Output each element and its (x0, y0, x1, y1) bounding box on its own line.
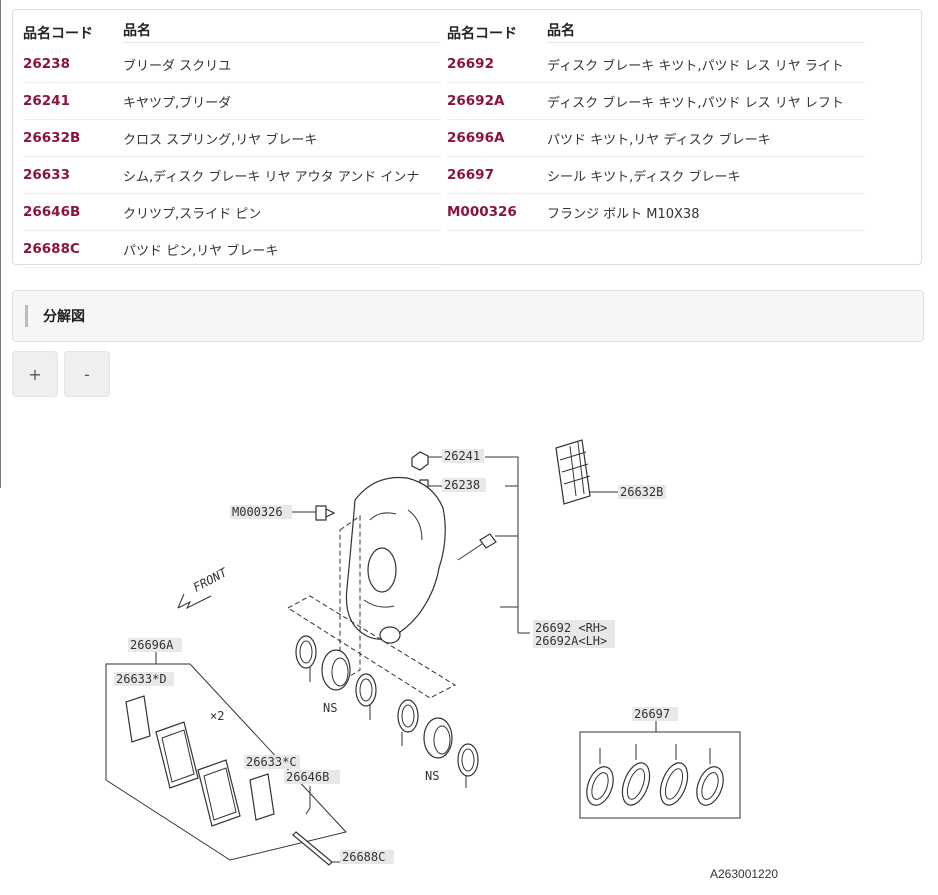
label-ns-1: NS (323, 701, 337, 715)
part-code-link[interactable]: 26632B (23, 130, 81, 146)
seal-ring-part[interactable] (457, 743, 479, 777)
table-row: 26688C パツド ピン,リヤ ブレーキ (23, 231, 441, 268)
part-name: ディスク ブレーキ キツト,パツド レス リヤ ライト (547, 58, 844, 74)
diagram-reference-number: A263001220 (710, 867, 778, 881)
part-name: シール キツト,ディスク ブレーキ (547, 169, 741, 185)
part-code-link[interactable]: M000326 (447, 204, 517, 220)
table-row: 26696A パツド キツト,リヤ ディスク ブレーキ (447, 120, 865, 157)
brake-pad-part[interactable] (197, 759, 241, 827)
label-M000326[interactable]: M000326 (232, 505, 283, 519)
seal-ring-part[interactable] (655, 759, 693, 809)
seal-ring-part[interactable] (692, 763, 728, 809)
part-code-link[interactable]: 26241 (23, 93, 70, 109)
part-name: クロス スプリング,リヤ ブレーキ (123, 132, 318, 148)
label-26632B[interactable]: 26632B (620, 485, 663, 499)
seal-ring-part[interactable] (295, 635, 317, 669)
flange-bolt-part-2[interactable] (457, 533, 497, 561)
label-ns-2: NS (425, 769, 439, 783)
label-26696A[interactable]: 26696A (130, 638, 174, 652)
part-name: パツド キツト,リヤ ディスク ブレーキ (547, 132, 771, 148)
part-code-link[interactable]: 26692 (447, 56, 494, 72)
part-name: ブリーダ スクリユ (123, 58, 232, 74)
part-code-link[interactable]: 26688C (23, 241, 80, 257)
label-26633-C[interactable]: 26633*C (246, 755, 297, 769)
label-26238[interactable]: 26238 (444, 478, 480, 492)
part-code-link[interactable]: 26696A (447, 130, 505, 146)
table-row: 26632B クロス スプリング,リヤ ブレーキ (23, 120, 441, 157)
section-accent-bar (25, 305, 28, 327)
header-name: 品名 (123, 20, 441, 43)
zoom-out-button[interactable]: - (64, 351, 110, 397)
table-row: M000326 フランジ ボルト M10X38 (447, 194, 865, 231)
flange-bolt-part[interactable] (315, 505, 336, 521)
caliper-body-part[interactable] (345, 476, 446, 644)
exploded-diagram[interactable]: 26241 26238 26632B M000326 FRONT 26692 <… (0, 420, 938, 895)
header-name: 品名 (547, 20, 865, 43)
callout-lines (485, 456, 530, 634)
label-26692[interactable]: 26692 <RH> (535, 621, 607, 635)
seal-kit-frame (579, 731, 741, 819)
header-code: 品名コード (23, 26, 93, 42)
part-name: ディスク ブレーキ キツト,パツド レス リヤ レフト (547, 95, 844, 111)
label-26697[interactable]: 26697 (634, 707, 670, 721)
table-row: 26633 シム,ディスク ブレーキ リヤ アウタ アンド インナ (23, 157, 441, 194)
section-title: 分解図 (43, 309, 85, 325)
shim-part[interactable] (125, 695, 151, 743)
label-front: FRONT (191, 565, 230, 595)
label-26692A[interactable]: 26692A<LH> (535, 634, 607, 648)
parts-table-card: 品名コード 品名 26238 ブリーダ スクリユ 26241 キヤツプ,ブリーダ… (12, 9, 922, 268)
table-row: 26692A ディスク ブレーキ キツト,パツド レス リヤ レフト (447, 83, 865, 120)
clip-part[interactable] (305, 786, 311, 815)
part-code-link[interactable]: 26646B (23, 204, 81, 220)
brake-pad-part[interactable] (155, 721, 199, 789)
part-name: クリツプ,スライド ピン (123, 206, 262, 222)
label-26633-D[interactable]: 26633*D (116, 672, 167, 686)
piston-part[interactable] (321, 649, 351, 691)
table-row: 26697 シール キツト,ディスク ブレーキ (447, 157, 865, 194)
seal-ring-part[interactable] (397, 699, 419, 733)
label-26646B[interactable]: 26646B (286, 770, 329, 784)
label-26688C[interactable]: 26688C (342, 850, 385, 864)
cross-spring-part[interactable] (555, 439, 618, 505)
header-code: 品名コード (447, 26, 517, 42)
table-row: 26646B クリツプ,スライド ピン (23, 194, 441, 231)
table-row: 26241 キヤツプ,ブリーダ (23, 83, 441, 120)
part-code-link[interactable]: 26633 (23, 167, 70, 183)
table-header: 品名コード 品名 (23, 22, 441, 46)
part-name: フランジ ボルト M10X38 (547, 206, 700, 222)
piston-part[interactable] (423, 717, 453, 759)
exploded-diagram-svg: 26241 26238 26632B M000326 FRONT 26692 <… (105, 439, 778, 881)
shim-part[interactable] (249, 773, 275, 821)
bleeder-cap-part[interactable] (411, 451, 442, 471)
pad-pin-part[interactable] (292, 831, 333, 866)
parts-column-left: 品名コード 品名 26238 ブリーダ スクリユ 26241 キヤツプ,ブリーダ… (23, 22, 441, 268)
table-row: 26692 ディスク ブレーキ キツト,パツド レス リヤ ライト (447, 46, 865, 83)
part-name: パツド ピン,リヤ ブレーキ (123, 243, 279, 259)
zoom-in-button[interactable]: + (12, 351, 58, 397)
section-header: 分解図 (12, 290, 924, 342)
part-name: シム,ディスク ブレーキ リヤ アウタ アンド インナ (123, 169, 420, 185)
seal-ring-part[interactable] (617, 759, 655, 809)
part-code-link[interactable]: 26697 (447, 167, 494, 183)
label-x2: ×2 (210, 709, 224, 723)
part-code-link[interactable]: 26692A (447, 93, 505, 109)
table-row: 26238 ブリーダ スクリユ (23, 46, 441, 83)
seal-ring-part[interactable] (355, 673, 377, 707)
window-left-border (0, 0, 1, 488)
label-26241[interactable]: 26241 (444, 449, 480, 463)
part-code-link[interactable]: 26238 (23, 56, 70, 72)
front-arrow-icon (177, 593, 212, 610)
seal-ring-part[interactable] (582, 763, 618, 809)
part-name: キヤツプ,ブリーダ (123, 95, 232, 111)
pad-kit-frame (105, 663, 347, 861)
table-header: 品名コード 品名 (447, 22, 865, 46)
parts-column-right: 品名コード 品名 26692 ディスク ブレーキ キツト,パツド レス リヤ ラ… (447, 22, 865, 231)
